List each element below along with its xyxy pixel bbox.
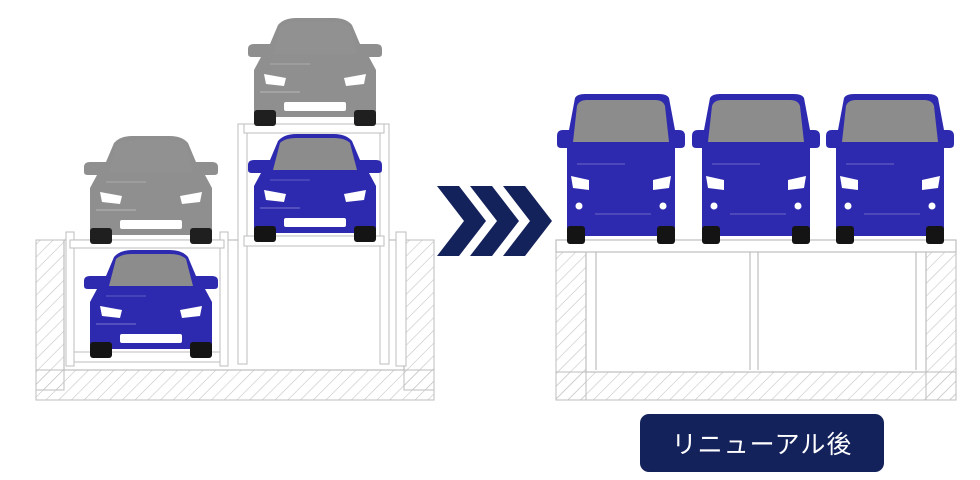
before-car-upper-right-middle	[247, 133, 383, 243]
before-car-upper-right-top	[247, 17, 383, 127]
after-van-right	[825, 94, 955, 244]
after-van-left	[556, 94, 686, 244]
after-van-center	[691, 94, 821, 244]
before-car-upper-left	[83, 135, 219, 245]
triple-chevron-right-icon	[437, 186, 552, 256]
after-renewal-label-text: リニューアル後	[671, 430, 853, 459]
after-renewal-label: リニューアル後	[640, 414, 884, 472]
after-parking-structure	[555, 239, 957, 401]
